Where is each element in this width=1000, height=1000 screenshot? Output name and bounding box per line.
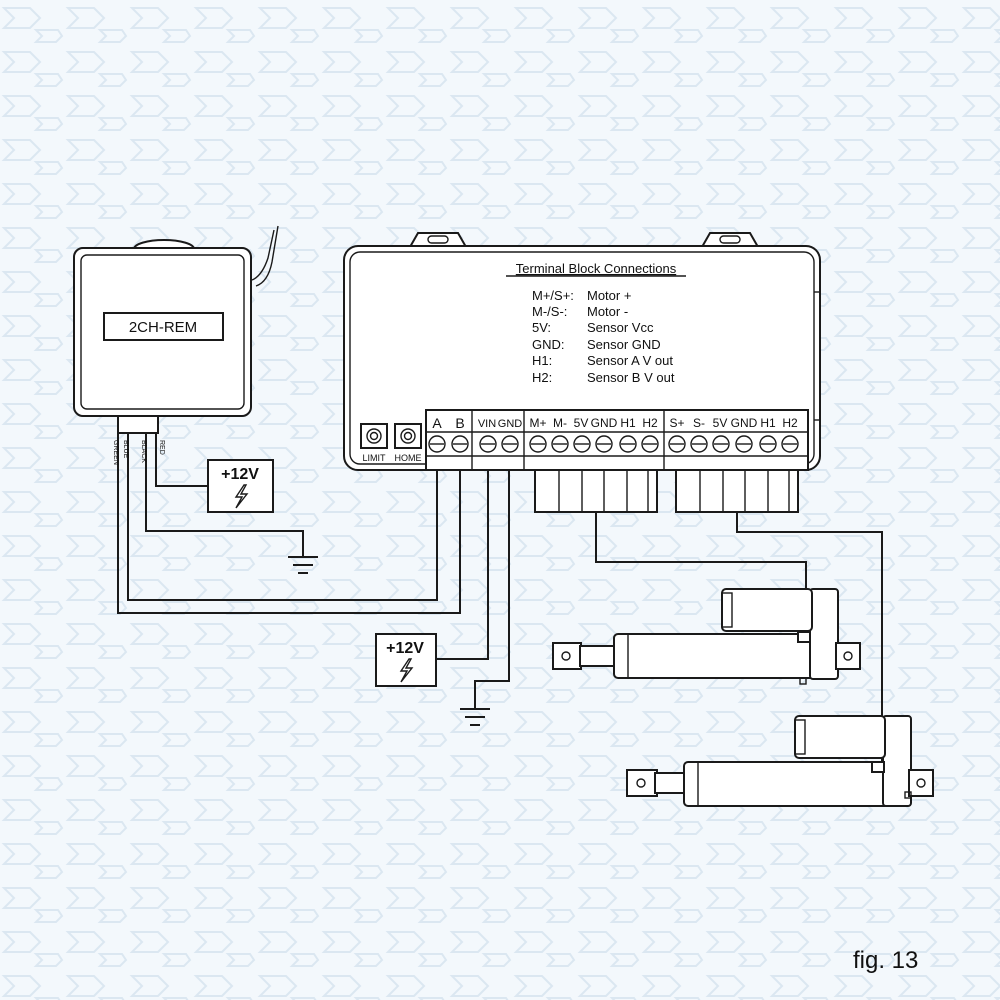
legend-key: M-/S-:	[532, 304, 567, 319]
terminal-label: B	[455, 415, 464, 431]
mount-tab-right	[700, 232, 760, 248]
connector-plug-motor-2	[675, 469, 799, 513]
terminal-label: M-	[553, 416, 567, 430]
actuator-tube	[613, 633, 815, 679]
screw-terminals	[428, 435, 799, 453]
antenna-wire	[251, 229, 275, 281]
legend-value: Sensor GND	[587, 337, 661, 352]
terminal-label: H1	[620, 416, 636, 430]
ground-symbol-1	[288, 556, 318, 574]
wire-gnd	[474, 469, 510, 709]
wire-green	[117, 454, 461, 614]
rear-clevis	[908, 769, 934, 797]
terminal-label: VIN	[478, 418, 496, 430]
lightning-icon	[399, 658, 414, 683]
rod-end-clevis	[552, 642, 582, 670]
terminal-label: 5V	[713, 416, 728, 430]
rod-end-clevis	[626, 769, 658, 797]
power-supply-1: +12V	[207, 459, 274, 513]
terminal-label: H1	[760, 416, 776, 430]
actuator-motor	[794, 715, 886, 759]
wire-label-blue: BLUE	[122, 440, 129, 459]
wire-actuator-2	[736, 511, 883, 771]
legend-value: Sensor A V out	[587, 353, 673, 368]
legend-value: Sensor Vcc	[587, 320, 654, 335]
home-button-label: HOME	[395, 453, 422, 463]
wire-blue	[127, 454, 438, 601]
wire-label-black: BLACK	[140, 440, 147, 463]
wire-label-green: GREEN	[112, 440, 119, 465]
linear-actuator-1	[552, 588, 861, 685]
legend-key: H1:	[532, 353, 552, 368]
power-supply-label: +12V	[386, 640, 424, 657]
legend-key: 5V:	[532, 320, 551, 335]
legend-value: Motor -	[587, 304, 628, 319]
terminal-label: GND	[498, 418, 523, 430]
linear-actuator-2	[626, 715, 934, 807]
mount-tab-left	[408, 232, 468, 248]
terminal-label: H2	[642, 416, 658, 430]
actuator-tube	[683, 761, 890, 807]
power-supply-2: +12V	[375, 633, 437, 687]
wire-black	[145, 454, 304, 557]
lightning-icon	[234, 484, 249, 509]
terminal-label: GND	[591, 416, 618, 430]
remote-receiver: 2CH-REM GREEN BLUE BLACK RED	[73, 225, 279, 465]
legend-key: M+/S+:	[532, 288, 574, 303]
actuator-rod	[579, 645, 617, 667]
actuator-gearbox	[809, 588, 839, 680]
power-supply-label: +12V	[221, 466, 259, 483]
controller-box: Terminal Block Connections M+/S+: Motor …	[343, 232, 821, 513]
remote-label-plate	[103, 312, 224, 341]
legend-value: Sensor B V out	[587, 370, 675, 385]
terminal-label: S-	[693, 416, 705, 430]
remote-label: 2CH-REM	[129, 319, 197, 336]
terminal-label: A	[432, 415, 442, 431]
remote-wire-exit	[117, 415, 159, 434]
actuator-motor	[721, 588, 813, 632]
wire-label-red: RED	[158, 440, 165, 455]
legend-key: H2:	[532, 370, 552, 385]
terminal-label: GND	[731, 416, 758, 430]
wire-vin	[435, 469, 489, 660]
rear-clevis	[835, 642, 861, 670]
legend-key: GND:	[532, 337, 565, 352]
power-supply-box	[375, 633, 437, 687]
figure-label: fig. 13	[853, 947, 918, 974]
terminal-label: H2	[782, 416, 798, 430]
wire-red	[155, 454, 209, 487]
terminal-label: M+	[529, 416, 546, 430]
legend-title: Terminal Block Connections	[516, 261, 677, 276]
terminal-label: 5V	[574, 416, 589, 430]
terminal-label: S+	[669, 416, 684, 430]
connector-plug-motor-1	[534, 469, 658, 513]
limit-button-label: LIMIT	[362, 453, 386, 463]
ground-symbol-2	[460, 708, 490, 726]
legend-value: Motor +	[587, 288, 631, 303]
